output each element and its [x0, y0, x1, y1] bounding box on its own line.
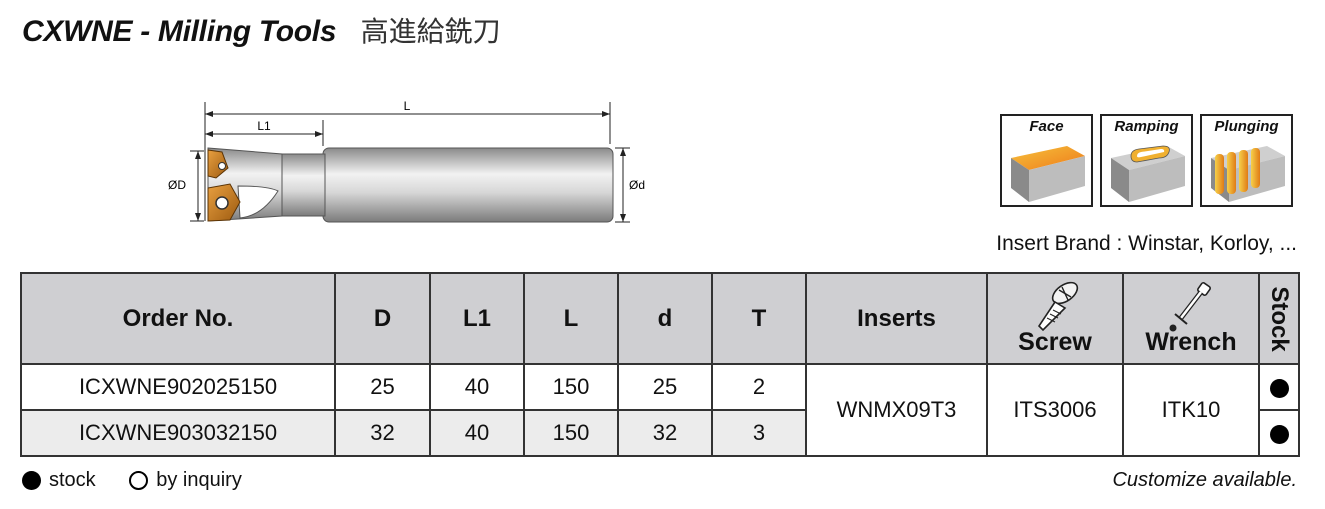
legend-stock: stock: [22, 469, 96, 492]
wrench-icon: [1169, 282, 1211, 332]
op-face-label: Face: [1029, 118, 1064, 135]
table-row: ICXWNE902025150 25 40 150 25 2 WNMX09T3 …: [20, 363, 1300, 457]
cell-inserts: WNMX09T3: [805, 363, 988, 457]
legend-stock-label: stock: [49, 469, 96, 491]
col-screw-label: Screw: [1018, 328, 1092, 356]
insert-brand: Insert Brand : Winstar, Korloy, ...: [996, 232, 1297, 255]
customize-note: Customize available.: [1112, 469, 1297, 491]
cell-stock: [1258, 409, 1300, 457]
col-stock: Stock: [1258, 272, 1300, 365]
cell-T: 2: [711, 363, 807, 411]
title-en: CXWNE - Milling Tools: [22, 15, 337, 48]
filled-circle-icon: [22, 471, 41, 490]
op-ramping: Ramping: [1100, 114, 1193, 207]
op-plunging-label: Plunging: [1214, 118, 1279, 135]
face-milling-icon: [1011, 146, 1085, 202]
dim-D-label: ØD: [168, 178, 186, 192]
col-wrench-label: Wrench: [1145, 328, 1237, 356]
cell-L1: 40: [429, 363, 525, 411]
operation-icons: Face Ramping Plunging: [1000, 114, 1293, 207]
cell-wrench: ITK10: [1122, 363, 1260, 457]
tool-drawing: L L1 ØD Ød: [160, 96, 660, 241]
cell-L: 150: [523, 409, 619, 457]
col-d: d: [617, 272, 713, 365]
page-title: CXWNE - Milling Tools 高進給銑刀: [22, 10, 501, 50]
dim-d-label: Ød: [629, 178, 645, 192]
cell-d: 32: [617, 409, 713, 457]
cell-L1: 40: [429, 409, 525, 457]
legend-inquiry: by inquiry: [129, 469, 242, 492]
col-inserts: Inserts: [805, 272, 988, 365]
ramping-icon: [1111, 145, 1185, 202]
cell-order-no: ICXWNE902025150: [20, 363, 336, 411]
op-face: Face: [1000, 114, 1093, 207]
op-ramping-label: Ramping: [1114, 118, 1179, 135]
plunging-icon: [1211, 146, 1285, 202]
table-row: ICXWNE903032150 32 40 150 32 3: [20, 409, 1300, 457]
stock-dot-icon: [1269, 378, 1289, 398]
col-stock-label: Stock: [1266, 285, 1293, 352]
cell-screw: ITS3006: [986, 363, 1124, 457]
legend: stock by inquiry: [22, 469, 270, 496]
stock-dot-icon: [1269, 424, 1289, 444]
cell-order-no: ICXWNE903032150: [20, 409, 336, 457]
col-order-no: Order No.: [20, 272, 336, 365]
open-circle-icon: [129, 471, 149, 490]
col-screw: Screw: [986, 272, 1124, 365]
col-L1: L1: [429, 272, 525, 365]
cell-L: 150: [523, 363, 619, 411]
op-plunging: Plunging: [1200, 114, 1293, 207]
dim-L-label: L: [404, 99, 411, 113]
cell-D: 32: [334, 409, 431, 457]
col-D: D: [334, 272, 431, 365]
col-wrench: Wrench: [1122, 272, 1260, 365]
cell-T: 3: [711, 409, 807, 457]
cell-D: 25: [334, 363, 431, 411]
dim-L1-label: L1: [257, 119, 271, 133]
screw-icon: [1037, 281, 1079, 332]
legend-inquiry-label: by inquiry: [156, 469, 242, 491]
title-zh: 高進給銑刀: [360, 15, 501, 48]
table-header-row: Order No. D L1 L d T Inserts Screw: [20, 272, 1300, 365]
spec-table: Order No. D L1 L d T Inserts Screw: [20, 272, 1300, 457]
cell-d: 25: [617, 363, 713, 411]
cell-stock: [1258, 363, 1300, 411]
col-T: T: [711, 272, 807, 365]
col-L: L: [523, 272, 619, 365]
